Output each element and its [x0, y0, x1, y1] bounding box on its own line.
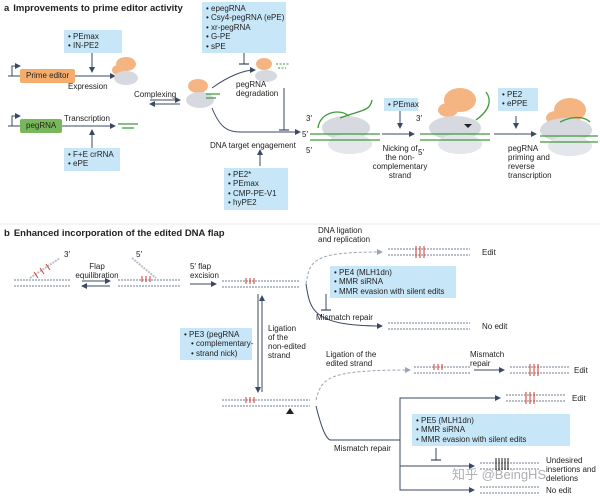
end-3-label-b: 3′: [64, 250, 70, 259]
degradation-arrow: [211, 67, 256, 89]
edit-duplex-1: [388, 246, 470, 258]
prime-editor-variants-box: PEmax IN-PE2: [64, 30, 122, 53]
ligation-edited-arrow: [315, 367, 411, 401]
pegrna-label: pegRNA: [20, 119, 63, 133]
mismatch-repair-label-3: Mismatch repair: [334, 444, 391, 453]
end-5-label-a3: 5′: [418, 148, 424, 157]
section-b-letter: b: [4, 228, 10, 239]
expression-label: Expression: [68, 82, 108, 91]
edit-duplex-3: [506, 392, 566, 404]
degradation-label-1: pegRNA: [236, 80, 267, 89]
mmr-lower-branch: [315, 405, 400, 441]
end-5-label-a1: 5′: [302, 130, 308, 139]
pemax-box: PEmax: [384, 98, 419, 112]
undesired-label: Undesired insertions and deletions: [546, 456, 596, 483]
heteroduplex-duplex: [414, 364, 470, 374]
no-edit-duplex-1: [388, 322, 470, 330]
ligation-nonedited-label: Ligation of the non-edited strand: [268, 324, 306, 360]
end-5-label-a2: 5′: [306, 146, 312, 155]
ligation-branch-arrow: [305, 249, 383, 285]
indel-duplex: [480, 458, 540, 470]
section-b-title: Enhanced incorporation of the edited DNA…: [13, 228, 225, 239]
pe5-box: PE5 (MLH1dn) MMR siRNA MMR evasion with …: [412, 414, 570, 447]
pe4-box: PE4 (MLH1dn) MMR siRNA MMR evasion with …: [330, 266, 456, 299]
pegrna-modifications-box: epegRNA Csy4-pegRNA (ePE) xr-pegRNA G-PE…: [202, 2, 286, 54]
end-3-label-a2: 3′: [416, 114, 422, 123]
watermark: 知乎 @BeingHS: [452, 467, 547, 482]
flap-3prime-duplex: [14, 257, 70, 287]
crrna-box: F+E crRNA ePE: [64, 148, 120, 171]
nicked-duplex: [222, 397, 310, 414]
priming-variants-box: PE2 ePPE: [498, 88, 538, 111]
engagement-label: DNA target engagement: [210, 141, 296, 150]
prime-editor-protein-icon: [112, 57, 138, 85]
edit-duplex-2: [510, 364, 570, 376]
pe3-box: PE3 (pegRNA complementary- strand nick): [180, 328, 253, 361]
mismatch-repair-label-2: Mismatch repair: [470, 350, 505, 368]
flap-equilibration-label: Flap equilibration: [75, 262, 119, 280]
mismatch-repair-label-1: Mismatch repair: [316, 313, 373, 322]
prime-editor-label: Prime editor: [20, 69, 76, 83]
transcription-label: Transcription: [64, 114, 110, 123]
edit-label-2: Edit: [574, 366, 588, 375]
engagement-box: PE2* PEmax CMP-PE-V1 hyPE2: [224, 168, 288, 210]
engagement-arrow: [211, 107, 301, 135]
pegrna-strand-icon: [118, 123, 138, 129]
edit-label-3: Edit: [572, 394, 586, 403]
flap-5prime-duplex: [118, 257, 180, 287]
engaged-complex-icon: [310, 99, 380, 154]
no-edit-duplex-2: [480, 486, 540, 494]
dna-ligation-label: DNA ligation and replication: [318, 226, 371, 244]
complexing-label: Complexing: [134, 90, 177, 99]
end-5-label-b: 5′: [136, 250, 142, 259]
section-a-letter: a: [4, 3, 10, 14]
no-edit-label-2: No edit: [546, 486, 572, 495]
nicked-complex-icon: [420, 88, 490, 154]
edit-label-1: Edit: [482, 248, 496, 257]
primed-complex-icon: [540, 98, 598, 156]
mmr-branch-arrow: [305, 283, 383, 329]
nicking-label: Nicking of the non- complementary strand: [372, 144, 428, 180]
end-3-label-a1: 3′: [306, 114, 312, 123]
ligation-edited-label: Ligation of the edited strand: [326, 350, 377, 368]
degraded-complex-icon: [255, 58, 290, 82]
complex-icon: [186, 79, 220, 108]
excised-duplex: [222, 278, 300, 288]
flap-excision-label: 5′ flap excision: [190, 262, 219, 280]
priming-label: pegRNA priming and reverse transcription: [508, 144, 552, 180]
section-a-title: Improvements to prime editor activity: [13, 3, 183, 14]
no-edit-label-1: No edit: [482, 322, 508, 331]
degradation-label-2: degradation: [236, 89, 279, 98]
